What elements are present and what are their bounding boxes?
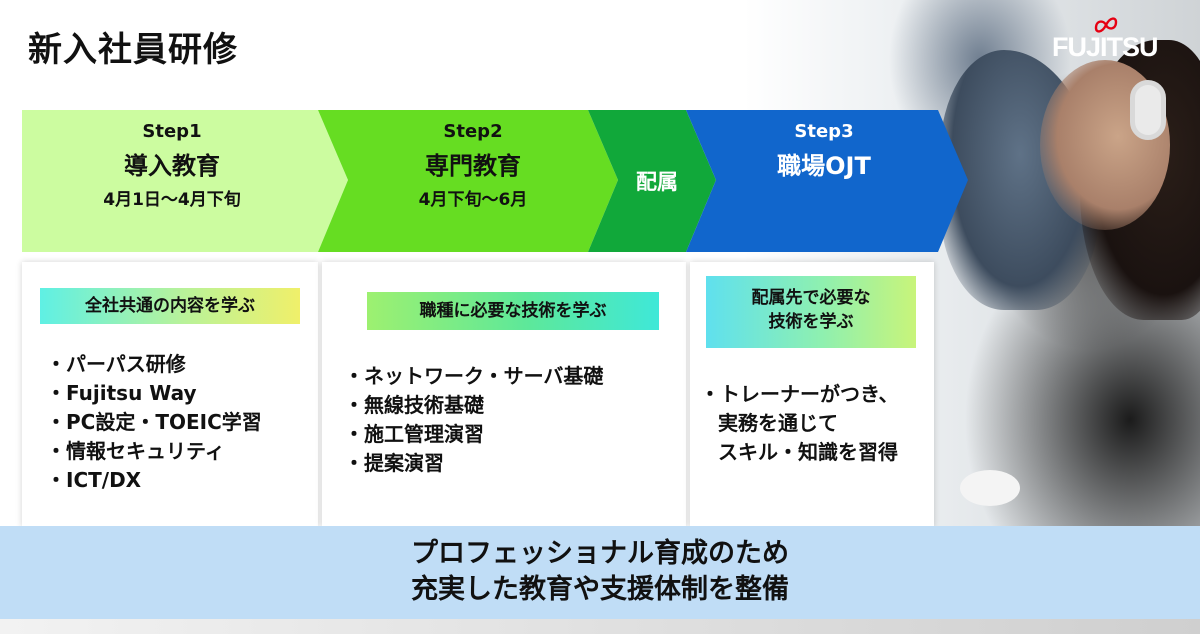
list-item: 情報セキュリティ (46, 437, 262, 466)
step1-name: 導入教育 (22, 146, 322, 181)
card3-item-line1: トレーナーがつき、 (720, 382, 899, 406)
step2-period: 4月下旬〜6月 (348, 185, 598, 210)
step3-label: Step3 (716, 121, 932, 142)
footer-message: プロフェッショナル育成のため 充実した教育や支援体制を整備 (0, 526, 1200, 619)
bottom-photo-strip (0, 619, 1200, 634)
step1-label: Step1 (22, 121, 322, 142)
list-item: PC設定・TOEIC学習 (46, 408, 262, 437)
step3-name: 職場OJT (716, 146, 932, 181)
list-item: ICT/DX (46, 466, 262, 495)
list-item: パーパス研修 (46, 350, 262, 379)
card1-list: パーパス研修 Fujitsu Way PC設定・TOEIC学習 情報セキュリティ… (46, 350, 262, 495)
card2-badge: 職種に必要な技術を学ぶ (367, 292, 659, 330)
card-step3: 配属先で必要な 技術を学ぶ ・トレーナーがつき、 実務を通じて スキル・知識を習… (690, 262, 934, 527)
assign-text: 配属 (612, 166, 702, 196)
footer-line2: 充実した教育や支援体制を整備 (0, 572, 1200, 608)
list-item: Fujitsu Way (46, 379, 262, 408)
card3-badge-line1: 配属先で必要な (706, 286, 916, 310)
card3-badge-line2: 技術を学ぶ (706, 310, 916, 334)
footer-line1: プロフェッショナル育成のため (0, 536, 1200, 572)
list-item: ネットワーク・サーバ基礎 (344, 362, 603, 391)
card3-item-line2: 実務を通じて (700, 409, 899, 438)
card2-list: ネットワーク・サーバ基礎 無線技術基礎 施工管理演習 提案演習 (344, 362, 603, 478)
list-item: 施工管理演習 (344, 420, 603, 449)
step2-name: 専門教育 (348, 146, 598, 181)
card3-badge: 配属先で必要な 技術を学ぶ (706, 276, 916, 348)
step2-text: Step2 専門教育 4月下旬〜6月 (348, 121, 598, 210)
photo-object (960, 470, 1020, 506)
step2-label: Step2 (348, 121, 598, 142)
step3-text: Step3 職場OJT (716, 121, 932, 181)
card1-badge: 全社共通の内容を学ぶ (40, 288, 300, 324)
assign-name: 配属 (612, 166, 702, 196)
card-step1: 全社共通の内容を学ぶ パーパス研修 Fujitsu Way PC設定・TOEIC… (22, 262, 318, 527)
step1-period: 4月1日〜4月下旬 (22, 185, 322, 210)
card3-list: ・トレーナーがつき、 実務を通じて スキル・知識を習得 (700, 380, 899, 467)
card3-item-line3: スキル・知識を習得 (700, 438, 899, 467)
list-item: 無線技術基礎 (344, 391, 603, 420)
step1-text: Step1 導入教育 4月1日〜4月下旬 (22, 121, 322, 210)
list-item: ・トレーナーがつき、 (700, 380, 899, 409)
list-item: 提案演習 (344, 449, 603, 478)
card-step2: 職種に必要な技術を学ぶ ネットワーク・サーバ基礎 無線技術基礎 施工管理演習 提… (322, 262, 686, 527)
